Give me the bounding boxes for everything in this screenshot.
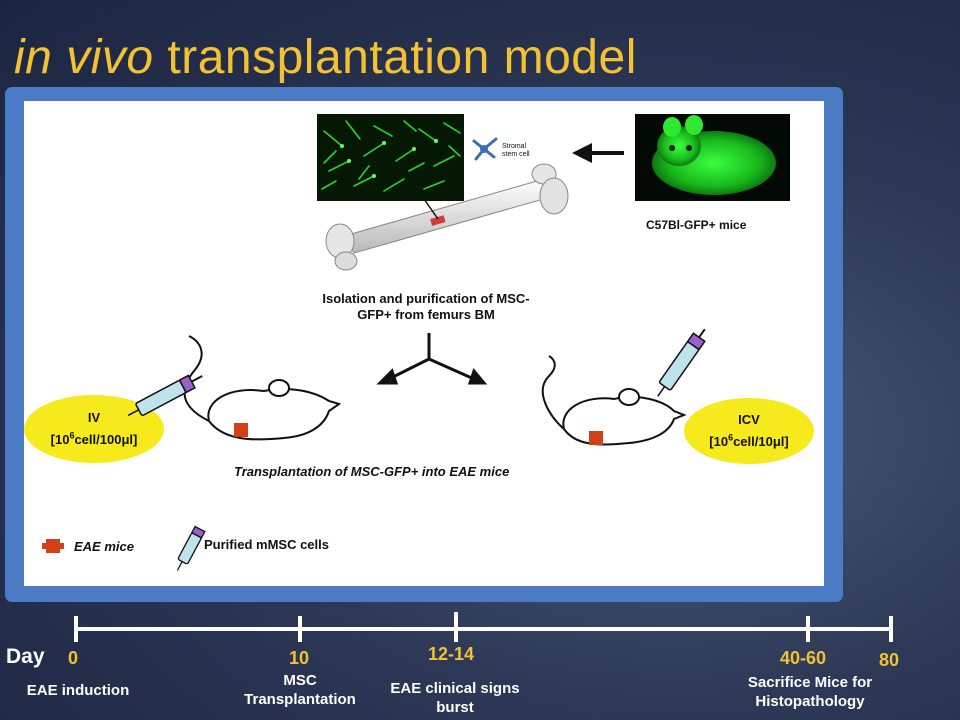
diagram-svg [24,114,814,571]
isolation-label: Isolation and purification of MSC- GFP+ … [286,291,566,323]
stromal-cell-icon [472,137,498,161]
icv-dose-base: [10 [709,434,729,450]
icv-dose: [106cell/10μl] [709,433,789,450]
right-mouse [541,355,687,446]
iv-ellipse [24,395,164,463]
left-arrow [572,143,624,163]
tick-label-clinical-signs: EAE clinical signs burst [390,680,520,716]
femur-bone [325,163,569,271]
icv-ellipse [684,398,814,464]
icv-route: ICV [738,412,760,427]
isolation-line-2: GFP+ from femurs BM [357,307,495,322]
iv-dose-exp: 6 [69,431,75,441]
split-arrows [376,333,488,385]
iv-label: IV [106cell/100μl] [24,409,164,449]
gfp-cells-micrograph [317,114,464,201]
iv-route: IV [87,410,101,425]
title-italic: in vivo [14,31,154,84]
icv-dose-unit: cell/10μl] [733,434,789,450]
timeline-day-label: Day [6,645,45,668]
mouse-label: C57Bl-GFP+ mice [646,218,747,232]
isolation-line-1: Isolation and purification of MSC- [322,291,530,306]
title-rest: transplantation model [153,31,637,84]
icv-syringe [657,328,706,397]
iv-dose-unit: cell/100μl] [74,432,138,448]
diagram-panel: Stromal stem cell C57Bl-GFP+ mice Isolat… [5,87,843,602]
tick-label-msc-transplantation: MSC Transplantation [244,672,356,708]
legend-eae-marker [42,539,64,553]
tick-day-80: 80 [879,650,900,670]
iv-dose: [106cell/100μl] [50,431,138,448]
tick-day-40-60: 40-60 [780,648,827,668]
legend-syringe-icon [176,525,206,571]
left-mouse [183,335,342,441]
tick-day-12-14: 12-14 [428,644,475,664]
timeline-axis [74,612,893,642]
tick-day-0: 0 [68,648,79,668]
icv-dose-exp: 6 [728,433,734,443]
iv-syringe [127,374,203,417]
icv-label: ICV [106cell/10μl] [684,411,814,451]
iv-dose-base: [10 [50,432,70,448]
slide-title: in vivo transplantation model [14,30,637,85]
legend-eae-label: EAE mice [74,539,134,554]
tick-label-sacrifice: Sacrifice Mice for Histopathology [747,674,873,710]
stromal-cell-label: Stromal stem cell [502,143,530,158]
transplant-label: Transplantation of MSC-GFP+ into EAE mic… [234,464,510,479]
gfp-mouse-photo [635,114,790,201]
diagram-canvas: Stromal stem cell C57Bl-GFP+ mice Isolat… [24,101,824,586]
tick-label-eae-induction: EAE induction [26,682,130,699]
legend-msc-label: Purified mMSC cells [204,537,329,552]
tick-day-10: 10 [289,648,310,668]
